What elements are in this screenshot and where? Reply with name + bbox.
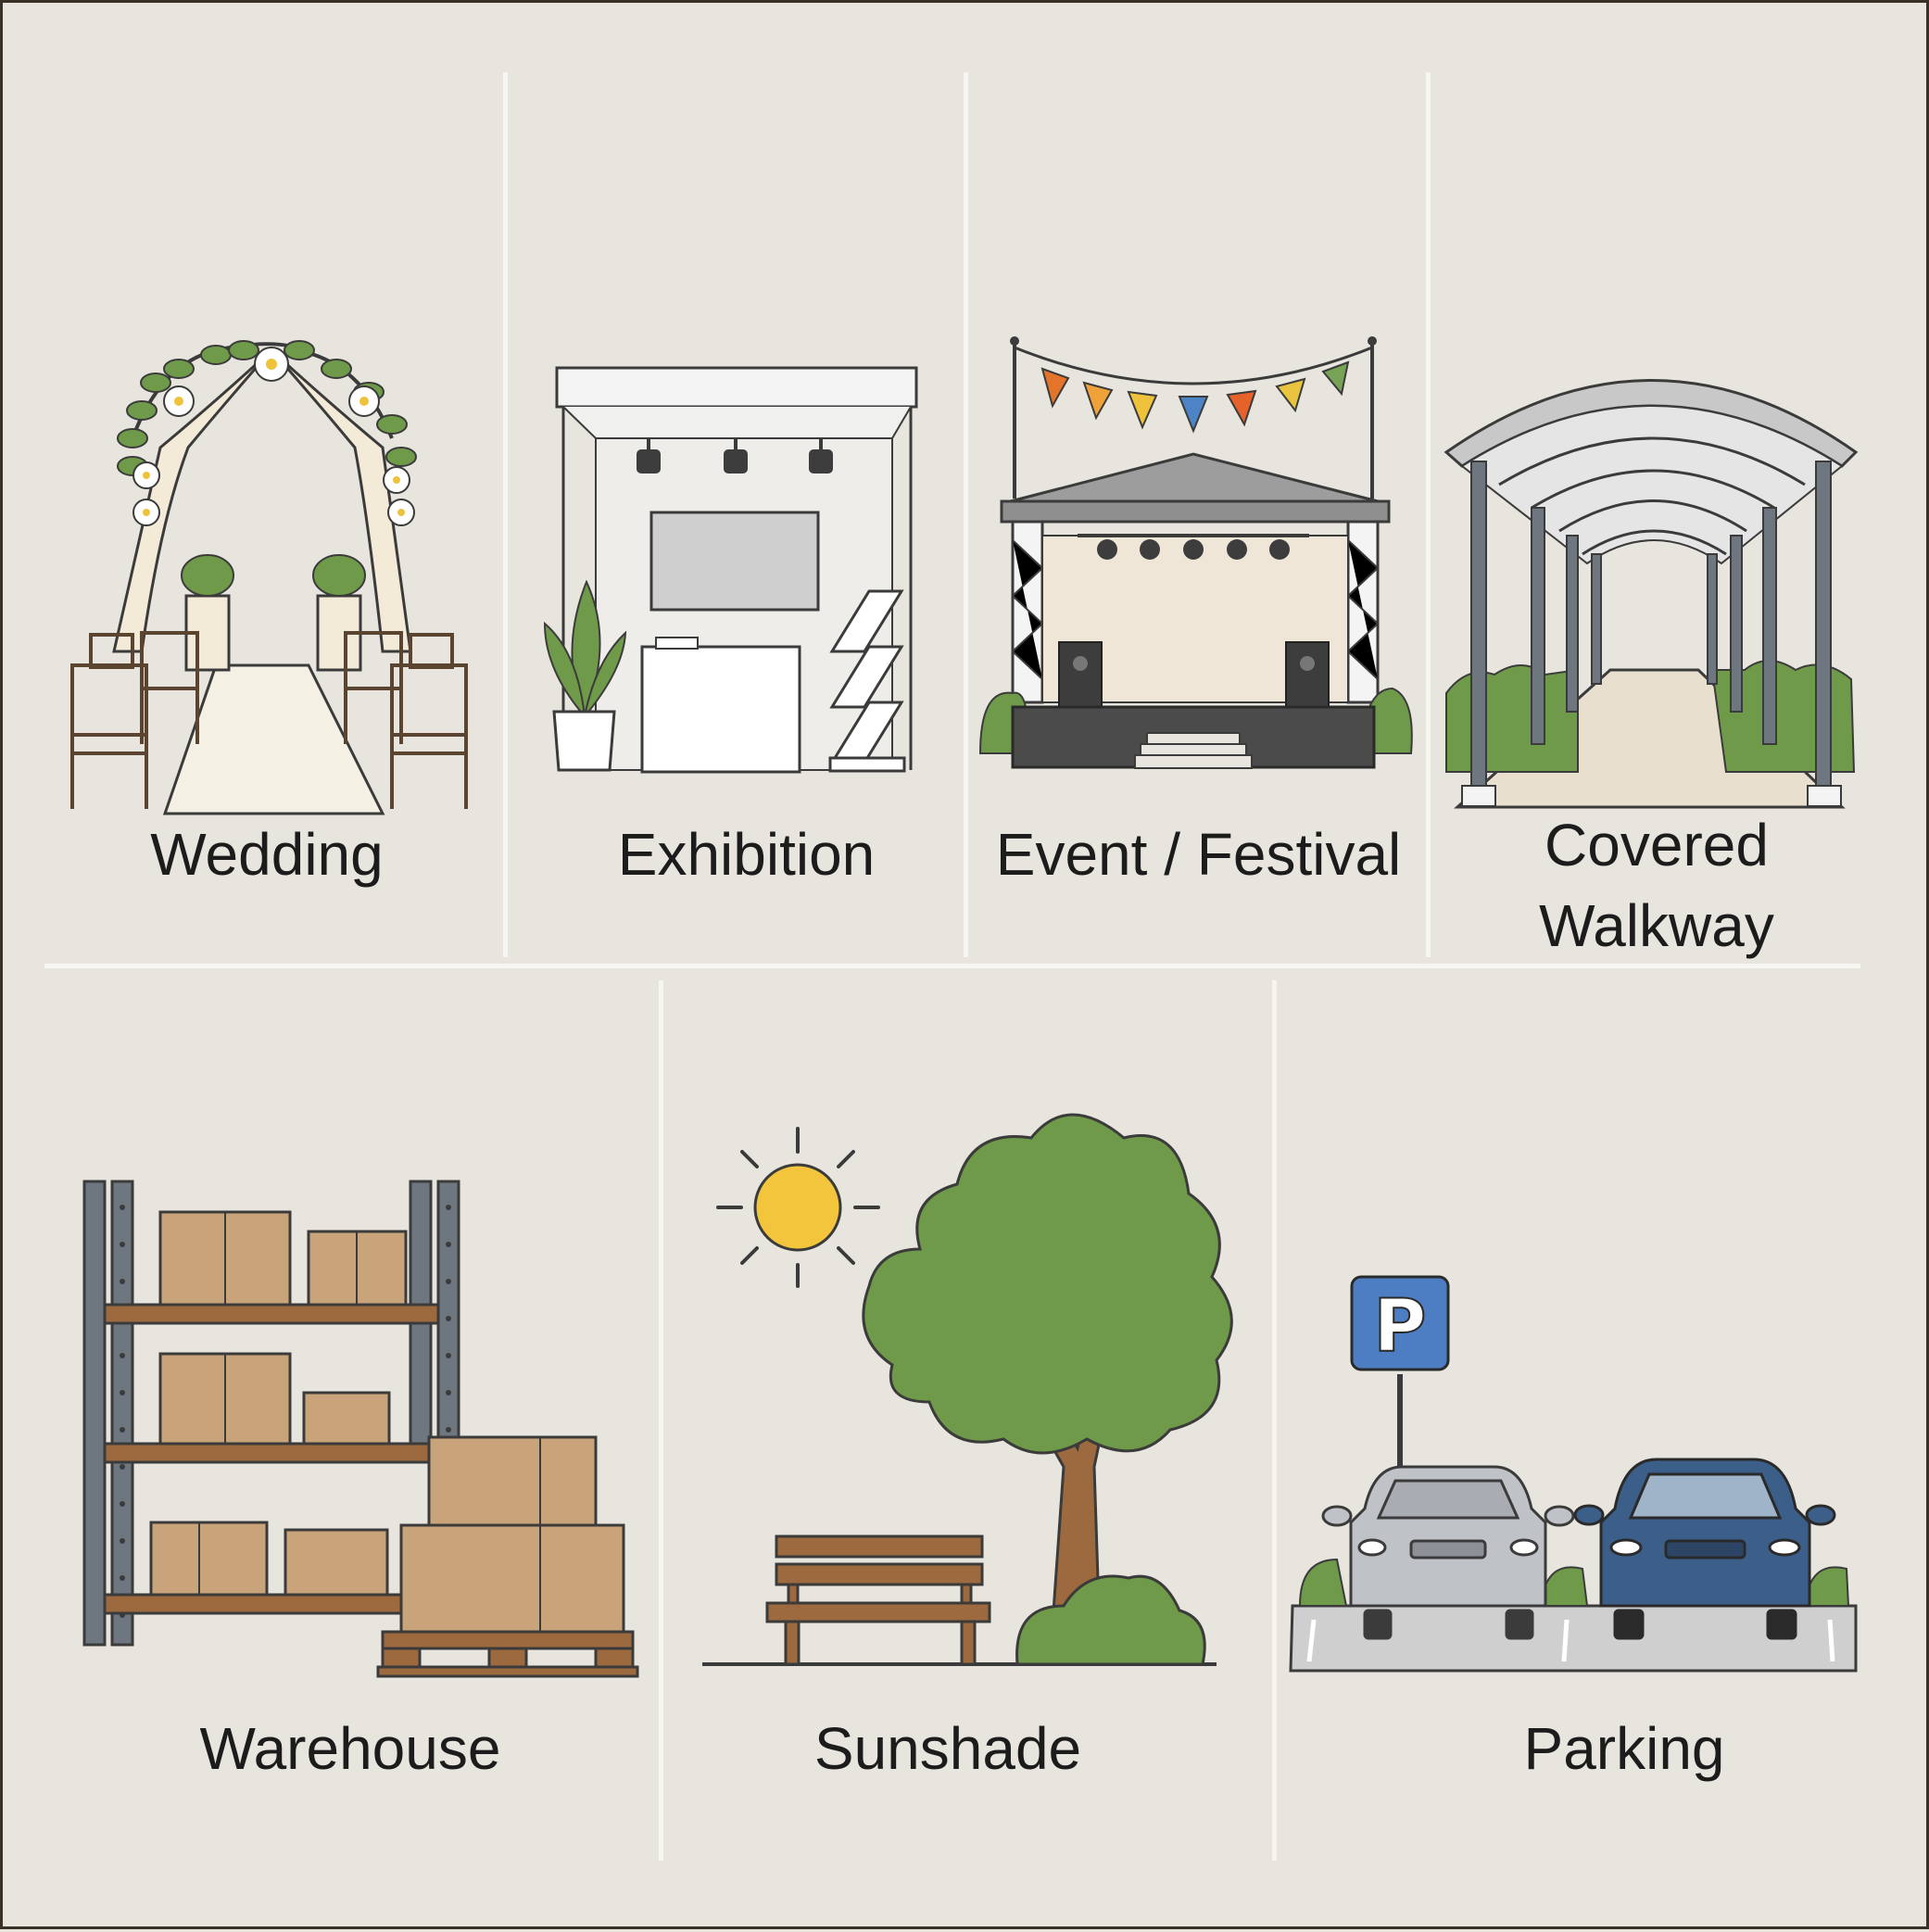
car-silver [1321,1465,1575,1640]
sun-icon [716,1127,880,1288]
divider-vertical [503,72,508,957]
covered-walkway-label-line2: Walkway [1539,892,1774,959]
warehouse-shelves-icon [82,1180,639,1678]
parking-sign-icon: P [1350,1275,1450,1476]
bench-icon [765,1534,991,1666]
wedding-arch-icon [70,340,468,815]
covered-walkway-label-line1: Covered [1544,812,1769,878]
tree-icon [702,1113,1233,1666]
event-festival-label: Event / Festival [995,821,1402,888]
parking-lot-icon [1289,1458,1858,1673]
divider-vertical [659,980,663,1861]
divider-vertical [964,72,968,957]
festival-stage-icon [978,336,1413,769]
car-blue [1573,1458,1836,1640]
covered-walkway-icon [1444,379,1859,809]
divider-horizontal [44,964,1860,968]
parking-sign-letter: P [1373,1285,1426,1369]
exhibition-label: Exhibition [617,821,876,888]
divider-vertical [1426,72,1431,957]
divider-vertical [1272,980,1277,1861]
parking-label: Parking [1523,1715,1725,1782]
exhibition-booth-icon [543,366,918,774]
warehouse-label: Warehouse [199,1715,501,1782]
sunshade-label: Sunshade [813,1715,1082,1782]
wedding-label: Wedding [150,821,384,888]
